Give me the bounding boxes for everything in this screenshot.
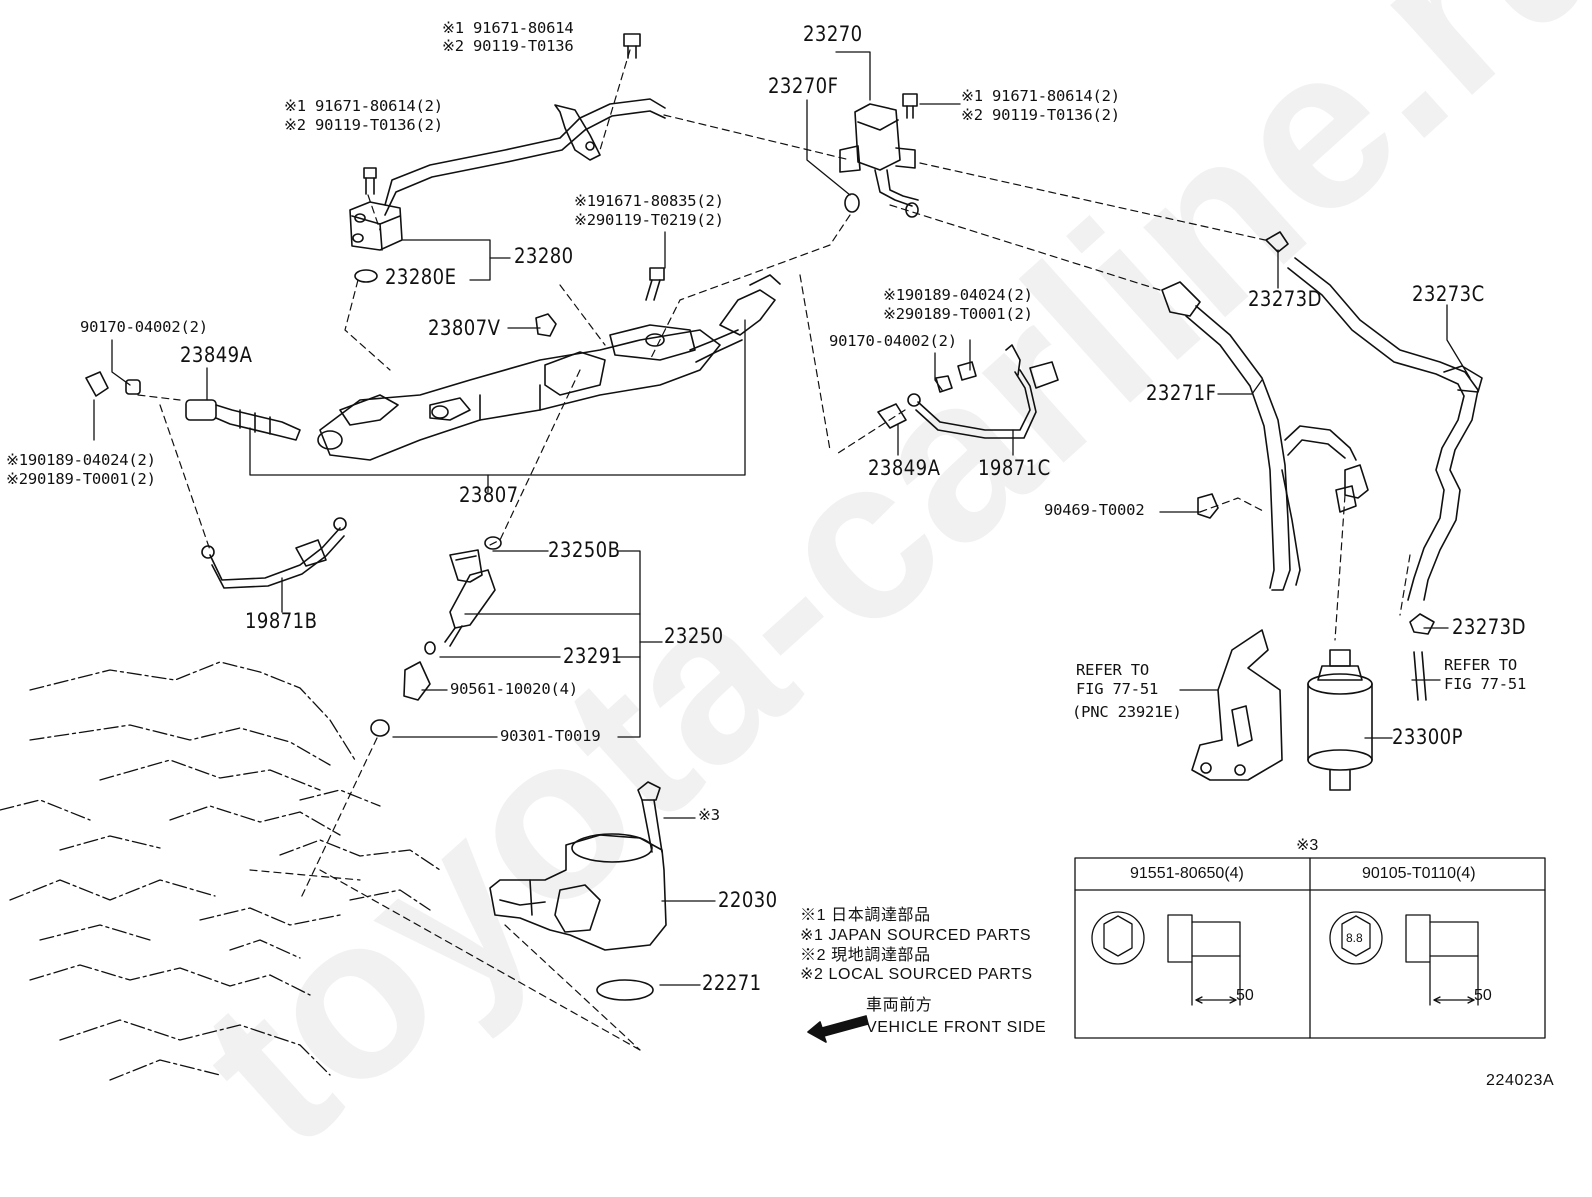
throttle-body-22030 — [489, 781, 667, 1001]
part-23273D-top[interactable]: 23273D — [1248, 287, 1322, 311]
pressure-regulator-23280 — [349, 167, 403, 283]
table-title: ※3 — [1296, 837, 1319, 854]
fuel-rail-23807 — [317, 267, 781, 461]
refer-left-line3: (PNC 23921E) — [1072, 703, 1182, 721]
harness-19871C — [907, 344, 1059, 439]
parts-diagram — [0, 33, 1546, 1081]
part-19871C[interactable]: 19871C — [978, 456, 1051, 480]
legend-line-2: ※1 JAPAN SOURCED PARTS — [800, 927, 1032, 944]
part-19871B[interactable]: 19871B — [245, 609, 318, 633]
table-col2-length: 50 — [1474, 987, 1492, 1004]
part-23300P[interactable]: 23300P — [1392, 725, 1463, 749]
callout-insulator[interactable]: 90561-10020(4) — [450, 680, 578, 698]
legend-line-1: ※1 日本調達部品 — [800, 907, 931, 924]
callout-oring[interactable]: 90301-T0019 — [500, 727, 601, 745]
part-23807[interactable]: 23807 — [459, 483, 519, 507]
callout-right-bolt-2[interactable]: ※2 90119-T0136(2) — [961, 106, 1120, 124]
bolt-spec-table — [1074, 857, 1546, 1039]
part-23270F[interactable]: 23270F — [768, 74, 839, 98]
part-23273D-bottom[interactable]: 23273D — [1452, 615, 1526, 639]
callout-left-nut[interactable]: 90170-04002(2) — [80, 318, 208, 336]
leader-lines — [93, 51, 1471, 986]
part-23280E[interactable]: 23280E — [385, 265, 457, 289]
refer-left-line1[interactable]: REFER TO — [1076, 661, 1150, 679]
hose-23271F — [1161, 281, 1369, 591]
sensor-23849A-left — [85, 371, 301, 441]
refer-right-line2[interactable]: FIG 77-51 — [1444, 675, 1527, 693]
injector-23250 — [370, 536, 502, 737]
callout-throttle-bolt[interactable]: ※3 — [698, 806, 720, 824]
table-grade-mark: 8.8 — [1346, 931, 1363, 945]
part-23280[interactable]: 23280 — [514, 244, 574, 268]
part-23250[interactable]: 23250 — [664, 624, 724, 648]
callout-right-nut[interactable]: 90170-04002(2) — [829, 332, 957, 350]
vehicle-front-arrow — [807, 1015, 869, 1043]
table-col2-part[interactable]: 90105-T0110(4) — [1362, 865, 1476, 882]
front-label-en: VEHICLE FRONT SIDE — [866, 1019, 1047, 1036]
filter-bracket — [1191, 629, 1283, 781]
harness-19871B — [201, 517, 347, 589]
callout-clip[interactable]: 90469-T0002 — [1044, 501, 1145, 519]
callout-right-sensor-1[interactable]: ※190189-04024(2) — [883, 286, 1033, 304]
legend-line-4: ※2 LOCAL SOURCED PARTS — [800, 966, 1033, 983]
fuel-pipe-23280 — [384, 98, 666, 216]
part-23270[interactable]: 23270 — [803, 22, 863, 46]
callout-mid-bolt-1[interactable]: ※191671-80835(2) — [574, 192, 724, 210]
callout-right-bolt-1[interactable]: ※1 91671-80614(2) — [961, 87, 1120, 105]
callout-top-bolt-2[interactable]: ※2 90119-T0136 — [442, 37, 574, 55]
callout-left-bolt-2[interactable]: ※2 90119-T0136(2) — [284, 116, 443, 134]
hose-23273C — [1265, 231, 1483, 701]
callout-left-sensor-2[interactable]: ※290189-T0001(2) — [6, 470, 156, 488]
part-22030[interactable]: 22030 — [718, 888, 778, 912]
bolt-top — [623, 33, 641, 59]
callout-right-sensor-2[interactable]: ※290189-T0001(2) — [883, 305, 1033, 323]
part-22271[interactable]: 22271 — [702, 971, 762, 995]
sensor-23849A-right — [877, 361, 977, 429]
legend-line-3: ※2 現地調達部品 — [800, 947, 931, 964]
part-23849A-right[interactable]: 23849A — [868, 456, 941, 480]
callout-left-bolt-1[interactable]: ※1 91671-80614(2) — [284, 97, 443, 115]
regulator-23270 — [839, 93, 919, 218]
table-col1-part[interactable]: 91551-80650(4) — [1130, 865, 1244, 882]
engine-block-sketch — [0, 661, 441, 1081]
front-label-jp: 車両前方 — [866, 997, 933, 1014]
part-23291[interactable]: 23291 — [563, 644, 623, 668]
part-23273C[interactable]: 23273C — [1412, 282, 1485, 306]
part-23271F[interactable]: 23271F — [1146, 381, 1217, 405]
callout-left-sensor-1[interactable]: ※190189-04024(2) — [6, 451, 156, 469]
fuel-filter-23300P — [1307, 485, 1373, 791]
part-23250B[interactable]: 23250B — [548, 538, 621, 562]
part-23849A-left[interactable]: 23849A — [180, 343, 253, 367]
refer-right-line1[interactable]: REFER TO — [1444, 656, 1518, 674]
part-23807V[interactable]: 23807V — [428, 316, 501, 340]
callout-mid-bolt-2[interactable]: ※290119-T0219(2) — [574, 211, 724, 229]
figure-id: 224023A — [1486, 1072, 1555, 1089]
callout-top-bolt-1[interactable]: ※1 91671-80614 — [442, 19, 574, 37]
table-col1-length: 50 — [1236, 987, 1254, 1004]
refer-left-line2[interactable]: FIG 77-51 — [1076, 680, 1159, 698]
